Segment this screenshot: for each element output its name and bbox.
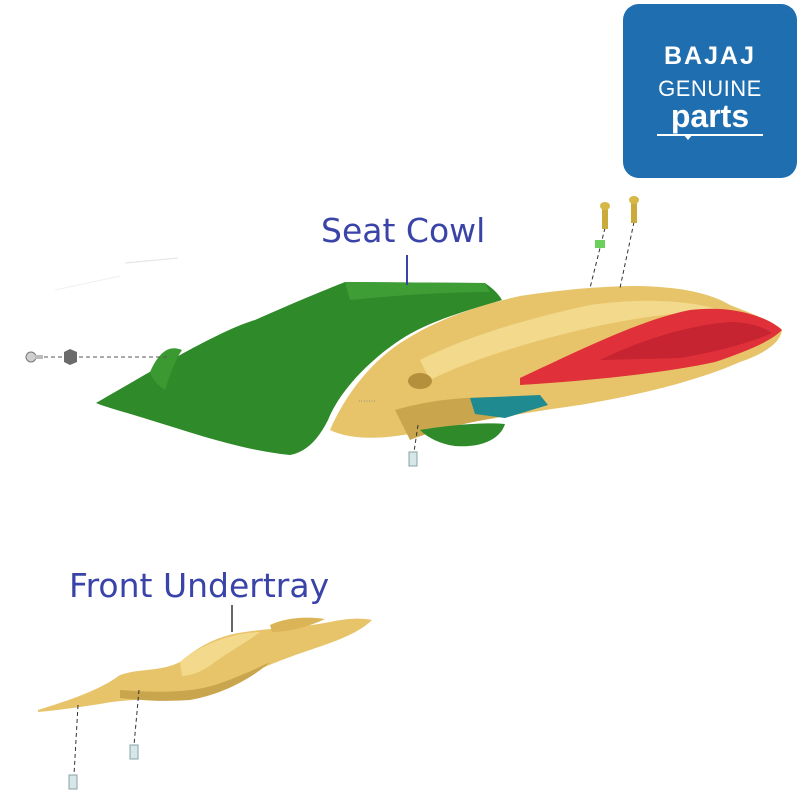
top-bolt-2-icon — [631, 199, 637, 223]
front-undertray-bump — [270, 617, 325, 632]
top-bolt-2-dashed-line — [619, 221, 635, 289]
front-undertray-shadow — [120, 662, 270, 701]
seat-cowl-fasteners — [25, 196, 639, 467]
seat-cowl-yellow-shade — [420, 300, 720, 380]
undertray-screw-2-dashed-line — [133, 689, 140, 746]
top-bolt-1-icon — [602, 205, 608, 229]
seat-cowl-side-slot — [408, 373, 432, 389]
front-undertray-assembly — [38, 617, 372, 712]
undertray-screw-2-icon — [129, 744, 139, 760]
top-bolt-1-dashed-line — [589, 227, 606, 289]
watermark-text: ······· — [358, 397, 376, 406]
top-bolt-2-head-icon — [629, 196, 639, 204]
front-undertray-ridge — [180, 632, 260, 676]
rear-nut-icon — [64, 349, 77, 365]
front-undertray-label: Front Undertray — [69, 566, 330, 605]
top-bolt-1-head-icon — [600, 202, 610, 210]
seat-cowl-green-panel — [96, 282, 502, 455]
seat-cowl-assembly: ······· — [96, 282, 782, 455]
logo-brand-text: BAJAJ — [664, 42, 756, 70]
logo-chevron-icon — [683, 134, 693, 140]
logo-parts-text: parts — [670, 98, 750, 134]
under-screw-dashed-line — [413, 424, 419, 453]
rear-screw-icon — [25, 351, 37, 363]
scan-noise-marks — [54, 257, 179, 291]
front-undertray-fasteners — [68, 689, 140, 790]
seat-cowl-green-top-highlight — [345, 282, 490, 300]
seat-cowl-red-inner — [600, 322, 772, 360]
undertray-screw-1-dashed-line — [73, 704, 79, 776]
seat-cowl-label: Seat Cowl — [321, 211, 486, 250]
under-screw-icon — [408, 451, 418, 467]
top-clip-icon — [595, 240, 605, 248]
seat-cowl-lower-green-strip — [420, 423, 505, 447]
rear-screw-shank-icon — [35, 355, 43, 359]
undertray-screw-1-icon — [68, 774, 78, 790]
seat-cowl-green-lower-flap — [150, 348, 182, 390]
logo-genuine-text: GENUINE — [658, 76, 762, 101]
logo-underline — [657, 134, 763, 136]
bajaj-genuine-parts-logo: BAJAJ GENUINE parts — [623, 4, 797, 178]
seat-cowl-mount-bracket — [470, 395, 548, 418]
